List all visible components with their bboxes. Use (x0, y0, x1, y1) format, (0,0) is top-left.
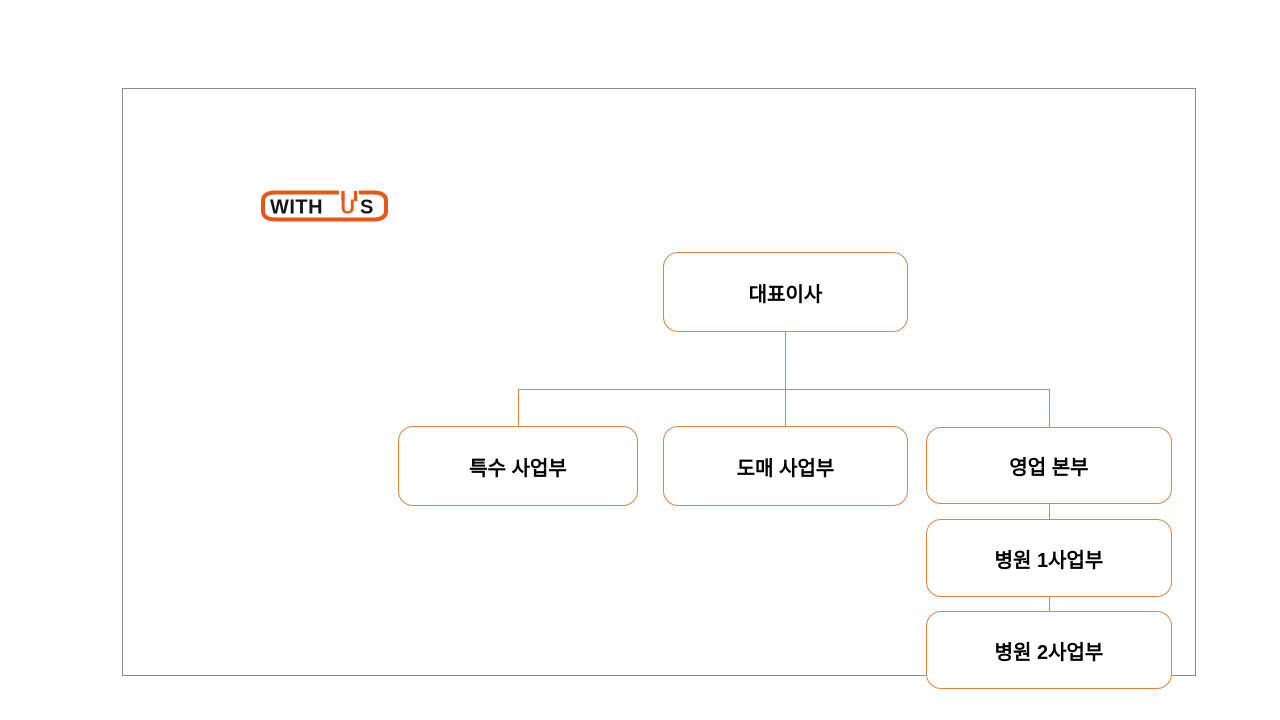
logo-text-s: S (360, 197, 374, 219)
org-node-special-division: 특수 사업부 (398, 426, 638, 506)
connector-drop-wholesale (785, 389, 786, 426)
org-node-sales-hq-label: 영업 본부 (1009, 457, 1089, 479)
org-node-hospital-1-label: 병원 1사업부 (994, 549, 1104, 572)
org-node-hospital-2-label: 병원 2사업부 (994, 641, 1104, 664)
logo-text-with: WITH (270, 197, 323, 219)
org-node-wholesale-division: 도매 사업부 (663, 426, 908, 506)
org-node-hospital-2: 병원 2사업부 (926, 611, 1172, 689)
connector-horizontal-rail (518, 389, 1049, 390)
org-node-ceo: 대표이사 (663, 252, 908, 332)
logo-border (261, 190, 388, 222)
org-node-ceo-label: 대표이사 (748, 283, 823, 306)
withus-logo: WITH U S (259, 188, 391, 224)
connector-ceo-drop (785, 332, 786, 389)
connector-hospital1-to-hospital2 (1049, 597, 1050, 611)
withus-logo-graphic: WITH U S (261, 190, 388, 222)
connector-drop-sales-hq (1049, 389, 1050, 427)
slide-frame: WITH U S 대표이사 특수 사업부 도매 사업부 영업 본부 병원 1사업… (122, 88, 1196, 689)
org-node-sales-hq: 영업 본부 (926, 427, 1172, 504)
logo-text-u: U (341, 197, 356, 219)
org-node-wholesale-division-label: 도매 사업부 (736, 457, 835, 480)
connector-sales-to-hospital1 (1049, 504, 1050, 519)
org-node-special-division-label: 특수 사업부 (469, 457, 567, 480)
org-node-hospital-1: 병원 1사업부 (926, 519, 1172, 597)
connector-drop-special (518, 389, 519, 426)
